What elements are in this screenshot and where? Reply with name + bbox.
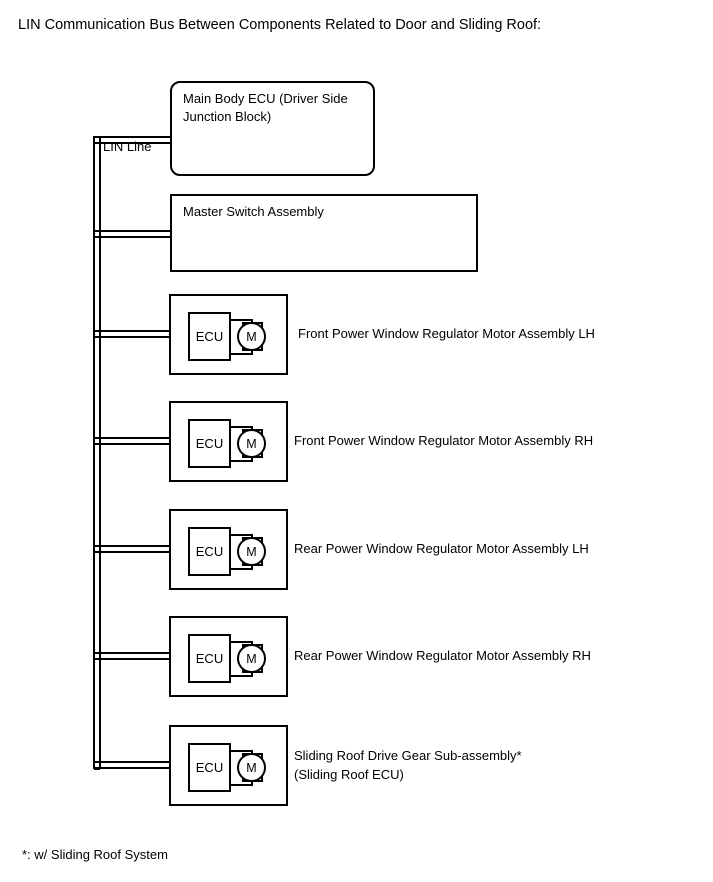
component-caption-sliding-roof-drive-gear-sub-assembly: Sliding Roof Drive Gear Sub-assembly* (S…	[294, 747, 522, 782]
motor-wire-bottom-rear-power-window-regulator-motor-lh	[229, 568, 253, 570]
ecu-block-rear-power-window-regulator-motor-lh: ECU	[188, 527, 231, 576]
ecu-block-front-power-window-regulator-motor-rh: ECU	[188, 419, 231, 468]
component-caption-rear-power-window-regulator-motor-lh: Rear Power Window Regulator Motor Assemb…	[294, 541, 589, 556]
motor-wire-bottom-front-power-window-regulator-motor-rh	[229, 460, 253, 462]
ecu-block-front-power-window-regulator-motor-lh: ECU	[188, 312, 231, 361]
component-box-main-body-ecu[interactable]: Main Body ECU (Driver Side Junction Bloc…	[170, 81, 375, 176]
motor-symbol-front-power-window-regulator-motor-rh: M	[237, 429, 266, 458]
motor-wire-top-front-power-window-regulator-motor-rh	[229, 426, 253, 428]
motor-wire-top-front-power-window-regulator-motor-lh	[229, 319, 253, 321]
motor-wire-bottom-front-power-window-regulator-motor-lh	[229, 353, 253, 355]
motor-symbol-front-power-window-regulator-motor-lh: M	[237, 322, 266, 351]
motor-wire-top-sliding-roof-drive-gear-sub-assembly	[229, 750, 253, 752]
motor-symbol-rear-power-window-regulator-motor-rh: M	[237, 644, 266, 673]
component-box-master-switch-assembly[interactable]: Master Switch Assembly	[170, 194, 478, 272]
motor-symbol-rear-power-window-regulator-motor-lh: M	[237, 537, 266, 566]
motor-wire-top-rear-power-window-regulator-motor-lh	[229, 534, 253, 536]
motor-wire-bottom-rear-power-window-regulator-motor-rh	[229, 675, 253, 677]
ecu-block-rear-power-window-regulator-motor-rh: ECU	[188, 634, 231, 683]
component-caption-rear-power-window-regulator-motor-rh: Rear Power Window Regulator Motor Assemb…	[294, 648, 591, 663]
ecu-block-sliding-roof-drive-gear-sub-assembly: ECU	[188, 743, 231, 792]
lin-line-label: LIN Line	[103, 139, 152, 154]
footnote: *: w/ Sliding Roof System	[22, 847, 168, 862]
component-label-main-body-ecu: Main Body ECU (Driver Side Junction Bloc…	[183, 91, 348, 124]
component-caption-front-power-window-regulator-motor-rh: Front Power Window Regulator Motor Assem…	[294, 433, 594, 448]
motor-symbol-sliding-roof-drive-gear-sub-assembly: M	[237, 753, 266, 782]
component-label-master-switch-assembly: Master Switch Assembly	[183, 204, 324, 219]
motor-wire-top-rear-power-window-regulator-motor-rh	[229, 641, 253, 643]
motor-wire-bottom-sliding-roof-drive-gear-sub-assembly	[229, 784, 253, 786]
component-caption-front-power-window-regulator-motor-lh: Front Power Window Regulator Motor Assem…	[298, 326, 595, 341]
page-title: LIN Communication Bus Between Components…	[18, 17, 542, 33]
